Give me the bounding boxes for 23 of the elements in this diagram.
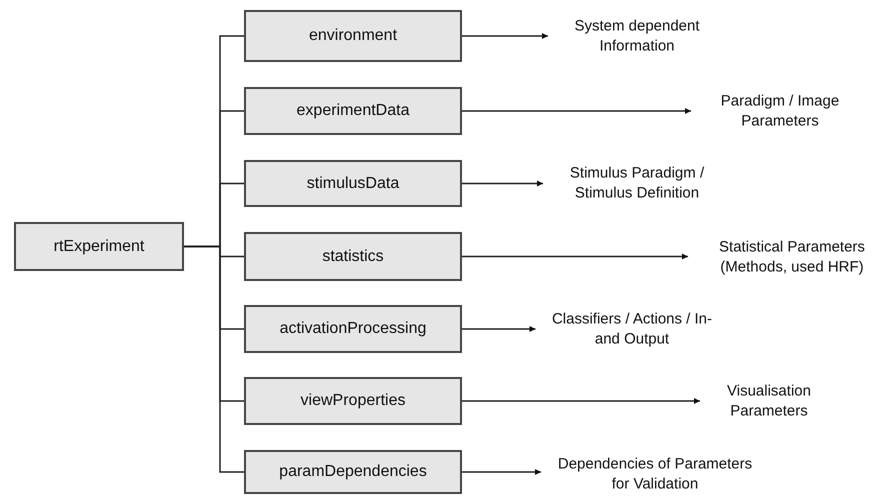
description-text: Stimulus Paradigm / Stimulus Definition [557,164,717,202]
arrow [462,326,536,332]
description-text: Visualisation Parameters [714,382,824,420]
arrow [462,254,688,260]
description-text: Dependencies of Parameters for Validation [555,454,755,494]
class-box: statistics [244,232,462,281]
description-text: Classifiers / Actions / In- and Output [550,310,714,348]
class-box: experimentData [244,87,462,135]
class-box: environment [244,10,462,62]
description-text: Paradigm / Image Parameters [705,92,855,130]
class-box: activationProcessing [244,305,462,353]
arrow [462,108,691,114]
class-box: rtExperiment [14,222,184,271]
arrow [462,180,543,186]
description-text: System dependent Information [562,16,712,56]
class-box: paramDependencies [244,450,462,494]
arrow [462,398,700,404]
arrow [462,33,548,39]
description-text: Statistical Parameters (Methods, used HRF) [702,238,881,276]
class-box: viewProperties [244,377,462,425]
arrow [462,469,541,475]
connector-line [184,246,244,473]
class-box: stimulusData [244,160,462,207]
